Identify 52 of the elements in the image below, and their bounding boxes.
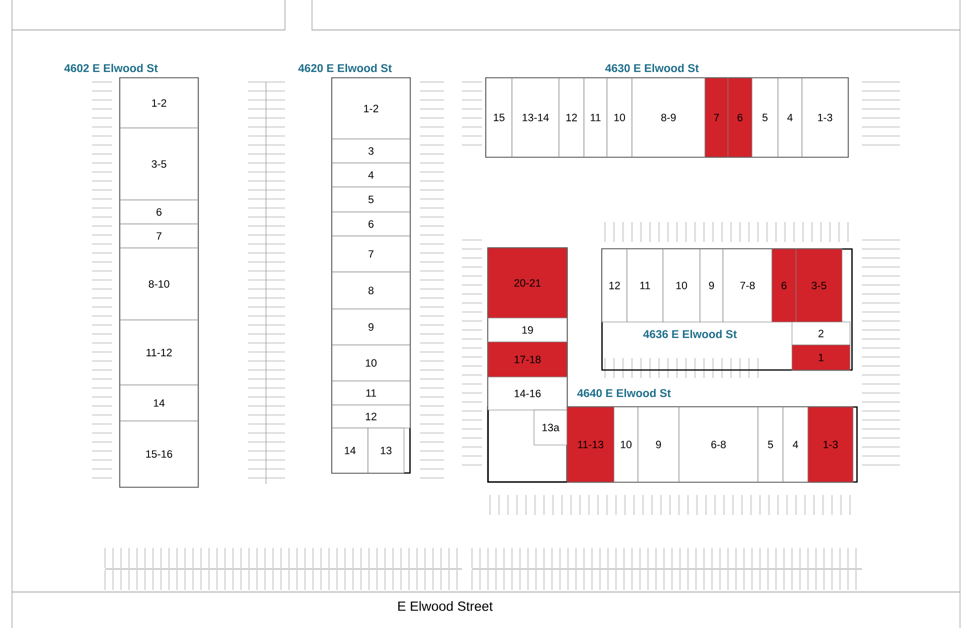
unit-box: 1-2 — [120, 78, 198, 128]
unit-box: 1 — [792, 344, 850, 370]
address-label: 4630 E Elwood St — [605, 64, 699, 72]
unit-box: 5 — [752, 78, 778, 158]
unit-box: 6 — [332, 212, 410, 236]
unit-box: 11-13 — [566, 406, 614, 482]
unit-box: 13-14 — [512, 78, 560, 158]
unit-box: 4 — [332, 162, 410, 188]
unit-box: 2 — [792, 322, 850, 346]
unit-box: 5 — [332, 186, 410, 212]
address-label: 4636 E Elwood St — [643, 330, 737, 338]
unit-box: 14 — [332, 428, 368, 474]
address-label: 4640 E Elwood St — [577, 388, 671, 398]
unit-box: 11 — [332, 380, 410, 406]
unit-box: 19 — [488, 318, 568, 342]
address-label: 4620 E Elwood St — [298, 64, 392, 72]
unit-box: 11-12 — [120, 320, 198, 386]
unit-box: 11 — [584, 78, 608, 158]
unit-box: 6 — [772, 248, 796, 322]
unit-box: 15-16 — [120, 420, 198, 488]
unit-box: 3 — [332, 138, 410, 164]
unit-box: 7 — [332, 236, 410, 272]
unit-box: 12 — [558, 78, 584, 158]
address-label: 4602 E Elwood St — [64, 64, 158, 72]
unit-box: 13a — [534, 410, 568, 446]
unit-box: 1-3 — [808, 406, 854, 482]
street-name: E Elwood Street — [398, 601, 493, 611]
unit-box: 9 — [332, 308, 410, 346]
unit-box: 9 — [638, 406, 680, 482]
unit-box: 8 — [332, 272, 410, 310]
unit-box: 7 — [120, 224, 198, 248]
unit-box: 10 — [606, 78, 632, 158]
unit-box: 6 — [120, 200, 198, 224]
unit-box: 14 — [120, 384, 198, 422]
unit-box: 12 — [332, 404, 410, 428]
unit-box: 20-21 — [488, 248, 568, 318]
unit-box: 6 — [728, 78, 752, 158]
unit-box: 3-5 — [796, 248, 842, 322]
unit-box: 12 — [602, 248, 628, 322]
unit-box: 15 — [486, 78, 512, 158]
unit-box: 11 — [626, 248, 664, 322]
unit-box: 7 — [704, 78, 728, 158]
unit-box: 13 — [368, 428, 404, 474]
unit-box: 10 — [614, 406, 638, 482]
unit-box: 10 — [662, 248, 700, 322]
unit-box: 1-3 — [802, 78, 848, 158]
unit-box: 4 — [778, 78, 802, 158]
unit-box: 5 — [758, 406, 784, 482]
unit-box: 4 — [782, 406, 808, 482]
unit-box: 10 — [332, 344, 410, 382]
unit-box: 9 — [700, 248, 724, 322]
unit-box: 17-18 — [488, 342, 568, 378]
